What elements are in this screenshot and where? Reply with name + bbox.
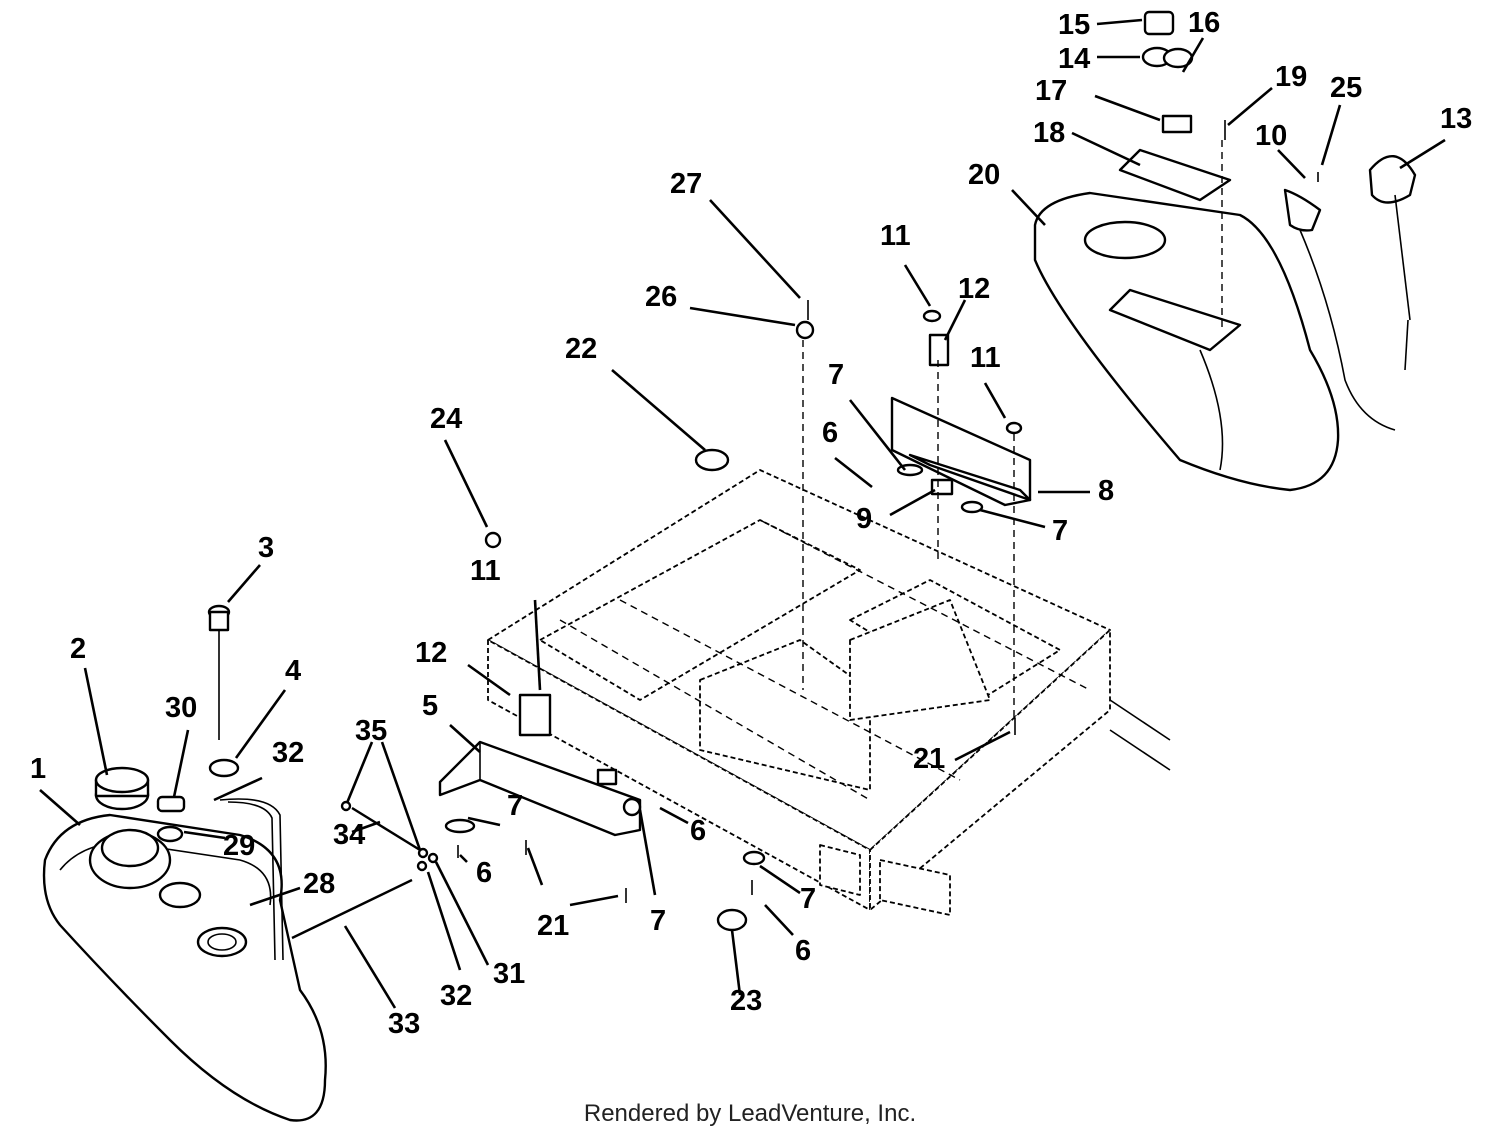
callout-22: 22 bbox=[565, 333, 597, 365]
callout-12a: 12 bbox=[415, 637, 447, 669]
left-bracket bbox=[438, 693, 766, 866]
callout-8: 8 bbox=[1098, 475, 1114, 507]
callout-5: 5 bbox=[422, 690, 438, 722]
callout-6c: 6 bbox=[795, 935, 811, 967]
dipstick bbox=[207, 604, 240, 778]
callout-29: 29 bbox=[223, 830, 255, 862]
callout-28: 28 bbox=[303, 868, 335, 900]
callout-10: 10 bbox=[1255, 120, 1287, 152]
callout-2: 2 bbox=[70, 633, 86, 665]
callout-7a: 7 bbox=[507, 790, 523, 822]
callout-25: 25 bbox=[1330, 72, 1362, 104]
callout-31: 31 bbox=[493, 958, 525, 990]
chassis-frame bbox=[487, 469, 1171, 916]
right-bracket bbox=[795, 300, 1032, 720]
callout-32a: 32 bbox=[272, 737, 304, 769]
callout-26: 26 bbox=[645, 281, 677, 313]
callout-12b: 12 bbox=[958, 273, 990, 305]
callout-23: 23 bbox=[730, 985, 762, 1017]
callout-19: 19 bbox=[1275, 61, 1307, 93]
callout-6d: 6 bbox=[822, 417, 838, 449]
fuel-fitting bbox=[156, 795, 284, 961]
callout-14: 14 bbox=[1058, 43, 1090, 75]
callout-9: 9 bbox=[856, 503, 872, 535]
callout-7e: 7 bbox=[1052, 515, 1068, 547]
callout-4: 4 bbox=[285, 655, 301, 687]
callout-21b: 21 bbox=[537, 910, 569, 942]
callout-18: 18 bbox=[1033, 117, 1065, 149]
footer-credit: Rendered by LeadVenture, Inc. bbox=[583, 1100, 917, 1127]
callout-24: 24 bbox=[430, 403, 462, 435]
callout-33: 33 bbox=[388, 1008, 420, 1040]
callout-20: 20 bbox=[968, 159, 1000, 191]
callout-16: 16 bbox=[1188, 7, 1220, 39]
callout-11c: 11 bbox=[970, 342, 1001, 374]
callout-13: 13 bbox=[1440, 103, 1472, 135]
callout-6a: 6 bbox=[476, 857, 492, 889]
callout-labels: 1 2 3 4 5 6 6 6 6 7 7 7 7 7 8 9 10 11 11… bbox=[30, 7, 1472, 1040]
console-fender bbox=[1033, 191, 1340, 492]
callout-32b: 32 bbox=[440, 980, 472, 1012]
leader-lines bbox=[39, 18, 1446, 1009]
callout-6b: 6 bbox=[690, 815, 706, 847]
callout-35: 35 bbox=[355, 715, 387, 747]
key-switch-parts bbox=[1118, 10, 1232, 330]
callout-15: 15 bbox=[1058, 9, 1090, 41]
callout-21a: 21 bbox=[913, 743, 945, 775]
callout-3: 3 bbox=[258, 532, 274, 564]
callout-34: 34 bbox=[333, 819, 365, 851]
callout-7d: 7 bbox=[828, 359, 844, 391]
callout-7b: 7 bbox=[650, 905, 666, 937]
callout-17: 17 bbox=[1035, 75, 1067, 107]
fuel-tank bbox=[42, 813, 327, 1122]
callout-11a: 11 bbox=[470, 555, 501, 587]
fuel-cap bbox=[94, 766, 150, 811]
callout-27: 27 bbox=[670, 168, 702, 200]
callout-7c: 7 bbox=[800, 883, 816, 915]
fuel-lines bbox=[291, 800, 439, 940]
control-levers bbox=[1283, 154, 1417, 431]
callout-30: 30 bbox=[165, 692, 197, 724]
callout-1: 1 bbox=[30, 753, 46, 785]
callout-11b: 11 bbox=[880, 220, 911, 252]
